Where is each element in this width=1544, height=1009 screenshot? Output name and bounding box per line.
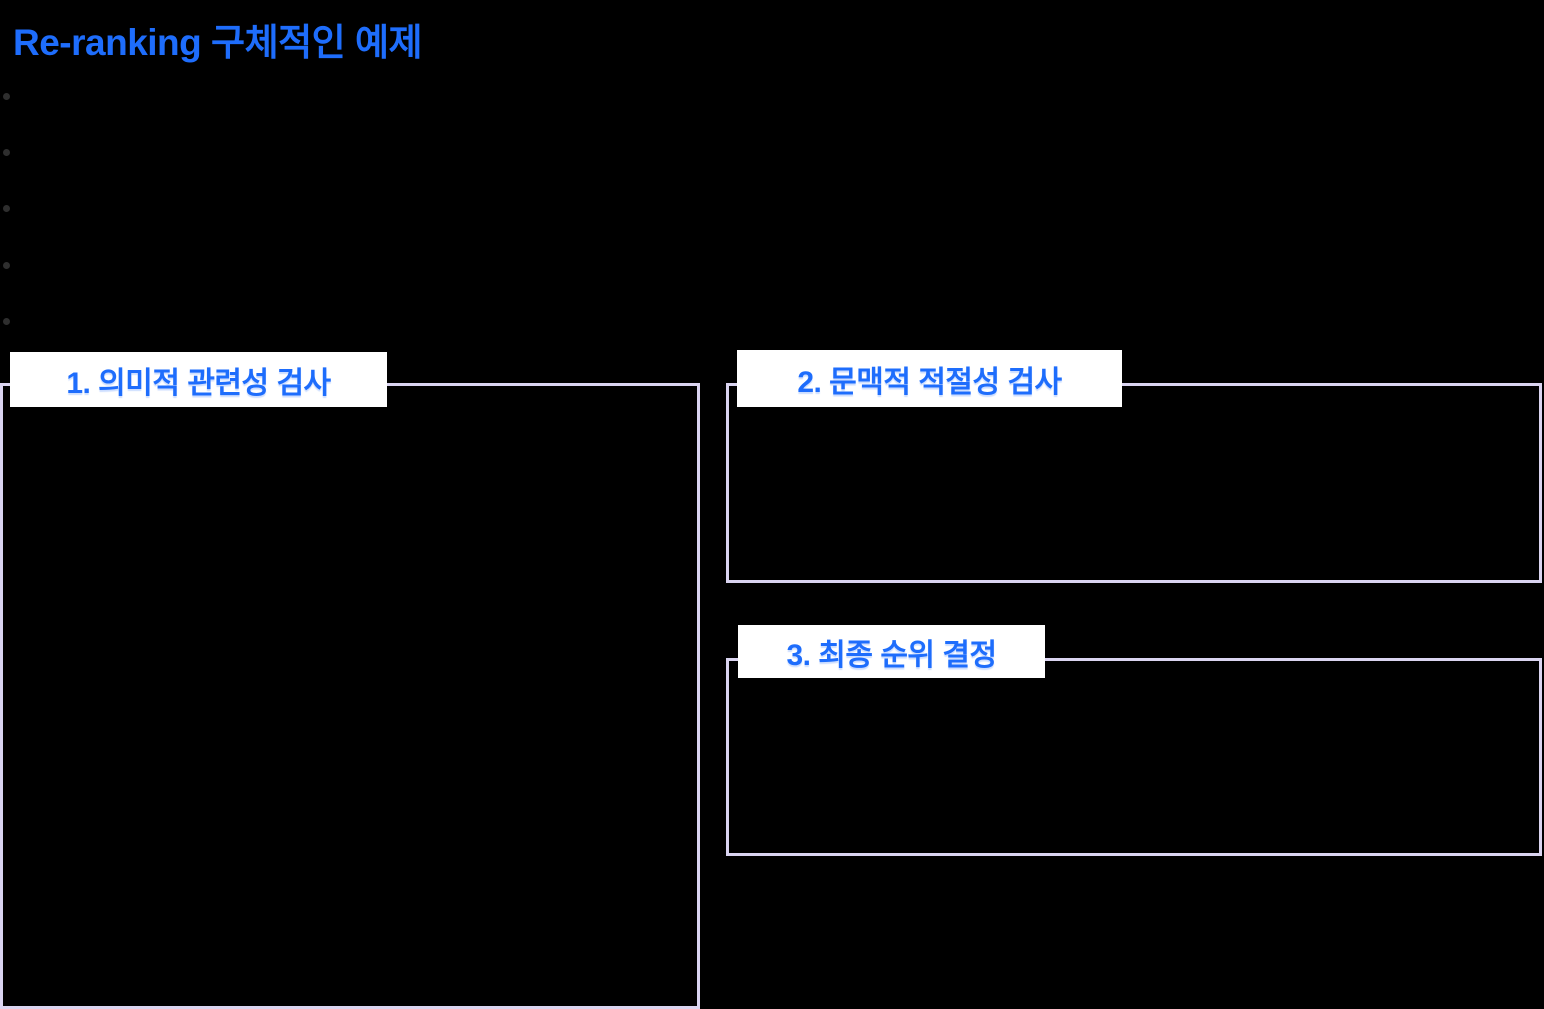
panel-contextual-adequacy-check — [726, 383, 1542, 583]
section-label-semantic-relevance-check: 1. 의미적 관련성 검사 — [10, 352, 387, 407]
bullet-dot — [3, 149, 10, 156]
panel-semantic-relevance-check — [0, 383, 700, 1009]
bullet-dot — [3, 93, 10, 100]
section-label-text: 2. 문맥적 적절성 검사 — [797, 365, 1062, 399]
section-label-text: 3. 최종 순위 결정 — [786, 638, 997, 672]
section-label-final-ranking-decision: 3. 최종 순위 결정 — [738, 625, 1045, 678]
bullet-dot — [3, 262, 10, 269]
bullet-dot — [3, 205, 10, 212]
bullet-dot — [3, 318, 10, 325]
panel-final-ranking-decision — [726, 658, 1542, 856]
section-label-text: 1. 의미적 관련성 검사 — [66, 366, 331, 400]
section-label-contextual-adequacy-check: 2. 문맥적 적절성 검사 — [737, 350, 1122, 407]
page-title: Re-ranking 구체적인 예제 — [13, 22, 423, 63]
